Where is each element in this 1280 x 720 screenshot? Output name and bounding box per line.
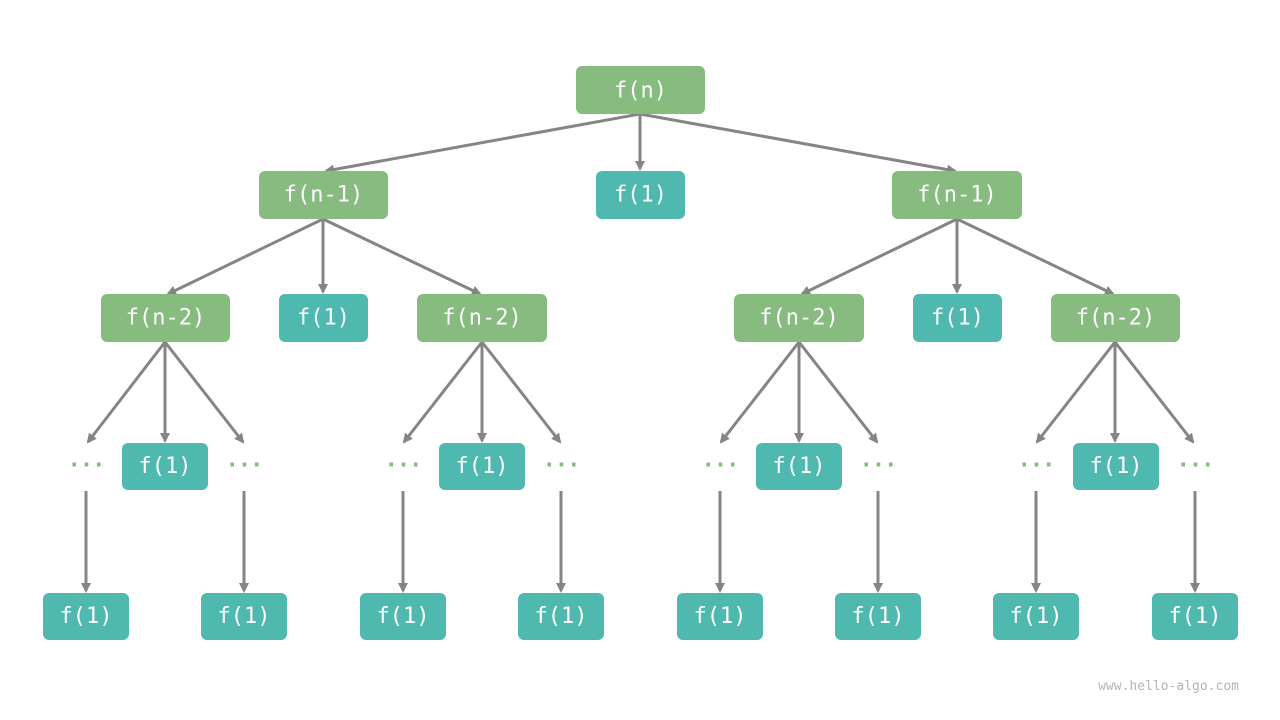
node-l4-8: f(1) [1152,593,1238,640]
ellipsis: ··· [860,454,897,479]
edge-arrow [800,217,958,296]
edge-arrow [480,341,562,444]
nodes: f(n) f(n-1) f(1) f(n-1) f(n-2) f(1) f(n-… [43,66,1238,640]
node-label: f(n-2) [126,306,205,331]
ellipsis: ··· [68,454,105,479]
node-l3-2: f(1) [439,443,525,490]
node-l4-2: f(1) [201,593,287,640]
node-l1-left: f(n-1) [259,171,388,219]
node-l4-1: f(1) [43,593,129,640]
ellipsis: ··· [226,454,263,479]
edge-arrow [639,112,957,175]
edge-arrow [797,341,879,444]
node-label: f(n-1) [284,183,363,208]
edge-arrow [719,341,801,444]
edge-arrow [1035,341,1117,444]
node-label: f(1) [1090,454,1143,479]
node-l2-3: f(n-2) [417,294,547,342]
ellipsis: ··· [543,454,580,479]
node-l3-3: f(1) [756,443,842,490]
edge-arrow [86,341,167,444]
node-label: f(n-1) [917,183,996,208]
node-l1-middle: f(1) [596,171,685,219]
node-label: f(1) [377,604,430,629]
node-l3-1: f(1) [122,443,208,490]
ellipsis: ··· [1018,454,1055,479]
edge-arrow [956,217,1115,296]
node-l4-4: f(1) [518,593,604,640]
node-l2-2: f(1) [279,294,368,342]
edge-arrow [324,112,641,175]
ellipsis: ··· [702,454,739,479]
node-l4-3: f(1) [360,593,446,640]
node-label: f(1) [773,454,826,479]
node-label: f(1) [1010,604,1063,629]
edge-arrow [166,217,324,296]
edges [81,112,1200,593]
node-l1-right: f(n-1) [892,171,1022,219]
edge-arrow [402,341,484,444]
node-label: f(1) [139,454,192,479]
node-l2-4: f(n-2) [734,294,864,342]
ellipsis: ··· [1177,454,1214,479]
node-label: f(1) [535,604,588,629]
node-l4-7: f(1) [993,593,1079,640]
edge-arrow [163,341,245,444]
node-l3-4: f(1) [1073,443,1159,490]
node-label: f(1) [931,306,984,331]
node-label: f(n-2) [442,306,521,331]
node-l4-5: f(1) [677,593,763,640]
node-l4-6: f(1) [835,593,921,640]
edge-arrow [1113,341,1195,444]
node-label: f(1) [456,454,509,479]
node-label: f(n-2) [759,306,838,331]
node-l2-1: f(n-2) [101,294,230,342]
node-label: f(1) [694,604,747,629]
node-label: f(1) [614,183,667,208]
ellipsis: ··· [385,454,422,479]
node-label: f(n-2) [1076,306,1155,331]
node-l2-5: f(1) [913,294,1002,342]
node-label: f(1) [1169,604,1222,629]
node-label: f(1) [852,604,905,629]
node-label: f(1) [218,604,271,629]
node-label: f(n) [614,79,667,104]
node-label: f(1) [297,306,350,331]
node-label: f(1) [60,604,113,629]
edge-arrow [322,217,482,296]
node-l2-6: f(n-2) [1051,294,1180,342]
watermark: www.hello-algo.com [1098,679,1239,694]
node-root: f(n) [576,66,705,114]
